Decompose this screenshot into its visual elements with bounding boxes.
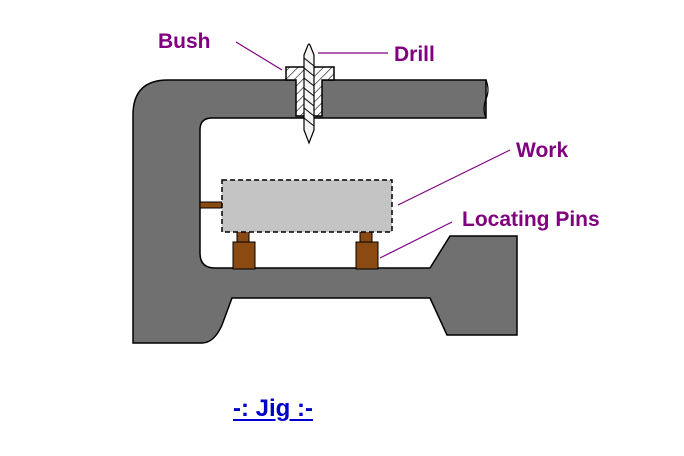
drill-bit — [303, 43, 315, 145]
label-bush: Bush — [158, 30, 211, 53]
diagram-caption: -: Jig :- — [233, 395, 313, 422]
locating-pin-left — [232, 230, 256, 270]
workpiece — [221, 179, 393, 233]
jig-body — [132, 79, 518, 344]
label-locating-pins: Locating Pins — [462, 208, 600, 231]
locating-pin-right — [355, 230, 379, 270]
leader-bush — [235, 41, 283, 71]
break-mark — [483, 79, 489, 119]
leader-work — [397, 149, 511, 206]
label-work: Work — [516, 139, 568, 162]
leader-locating-pins — [379, 221, 453, 259]
side-locator — [199, 201, 223, 209]
label-drill: Drill — [394, 43, 435, 66]
